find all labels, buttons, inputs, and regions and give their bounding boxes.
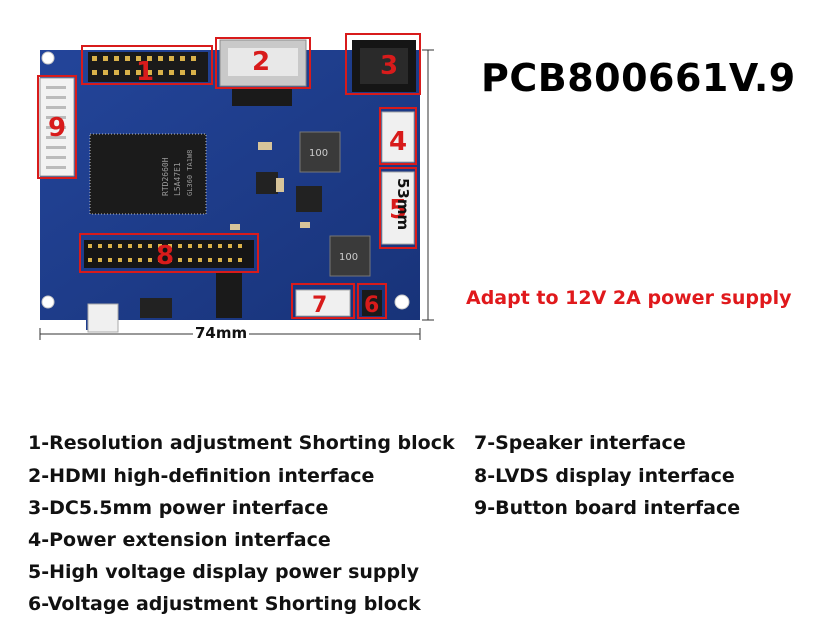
legend-item: 4-Power extension interface [28, 529, 331, 551]
speaker-connector [295, 289, 351, 317]
height-dimension: 53mm [394, 178, 412, 231]
marker-4: 4 [389, 127, 407, 157]
inductor-bottom: 100 [329, 235, 371, 277]
main-chip: RTD2660H L5A47E1 GL360 TA1W8 [89, 133, 207, 215]
small-ic [256, 172, 278, 194]
voltage-jumper [362, 290, 382, 316]
power-supply-note: Adapt to 12V 2A power supply [466, 287, 792, 309]
inductor-top: 100 [299, 131, 341, 173]
marker-boxes [37, 33, 421, 319]
bottom-connector [87, 303, 119, 333]
chip-marking: RTD2660H [161, 157, 170, 196]
mount-hole [41, 51, 55, 65]
small-ic [140, 298, 172, 318]
legend-item: 7-Speaker interface [474, 432, 686, 454]
marker-5: 5 [389, 195, 407, 225]
legend-item: 8-LVDS display interface [474, 465, 735, 487]
button-connector [39, 77, 75, 177]
legend-item: 1-Resolution adjustment Shorting block [28, 432, 455, 454]
svg-text:100: 100 [309, 148, 328, 159]
marker-3: 3 [380, 51, 398, 81]
mount-hole [394, 294, 410, 310]
chip-marking: GL360 TA1W8 [186, 150, 194, 196]
marker-7: 7 [312, 293, 327, 318]
marker-1: 1 [136, 57, 154, 87]
small-ic [216, 272, 242, 318]
width-dimension: 74mm [193, 324, 250, 342]
hdmi-connector [219, 39, 307, 106]
board-title: PCB800661V.9 [481, 56, 796, 100]
regulator [296, 186, 322, 212]
legend-item: 3-DC5.5mm power interface [28, 497, 329, 519]
legend-item: 2-HDMI high-definition interface [28, 465, 375, 487]
legend-item: 6-Voltage adjustment Shorting block [28, 593, 421, 615]
marker-8: 8 [156, 241, 174, 271]
hv-power-connector [381, 171, 415, 245]
marker-6: 6 [364, 293, 379, 318]
chip-marking: L5A47E1 [173, 162, 182, 196]
marker-9: 9 [48, 113, 66, 143]
resolution-header [88, 52, 208, 82]
power-extension-connector [381, 111, 415, 163]
legend-item: 5-High voltage display power supply [28, 561, 420, 583]
svg-text:100: 100 [339, 252, 358, 263]
lvds-header [84, 240, 254, 268]
marker-2: 2 [252, 47, 270, 77]
dc-jack [352, 40, 416, 92]
mount-hole [41, 295, 55, 309]
legend-item: 9-Button board interface [474, 497, 741, 519]
